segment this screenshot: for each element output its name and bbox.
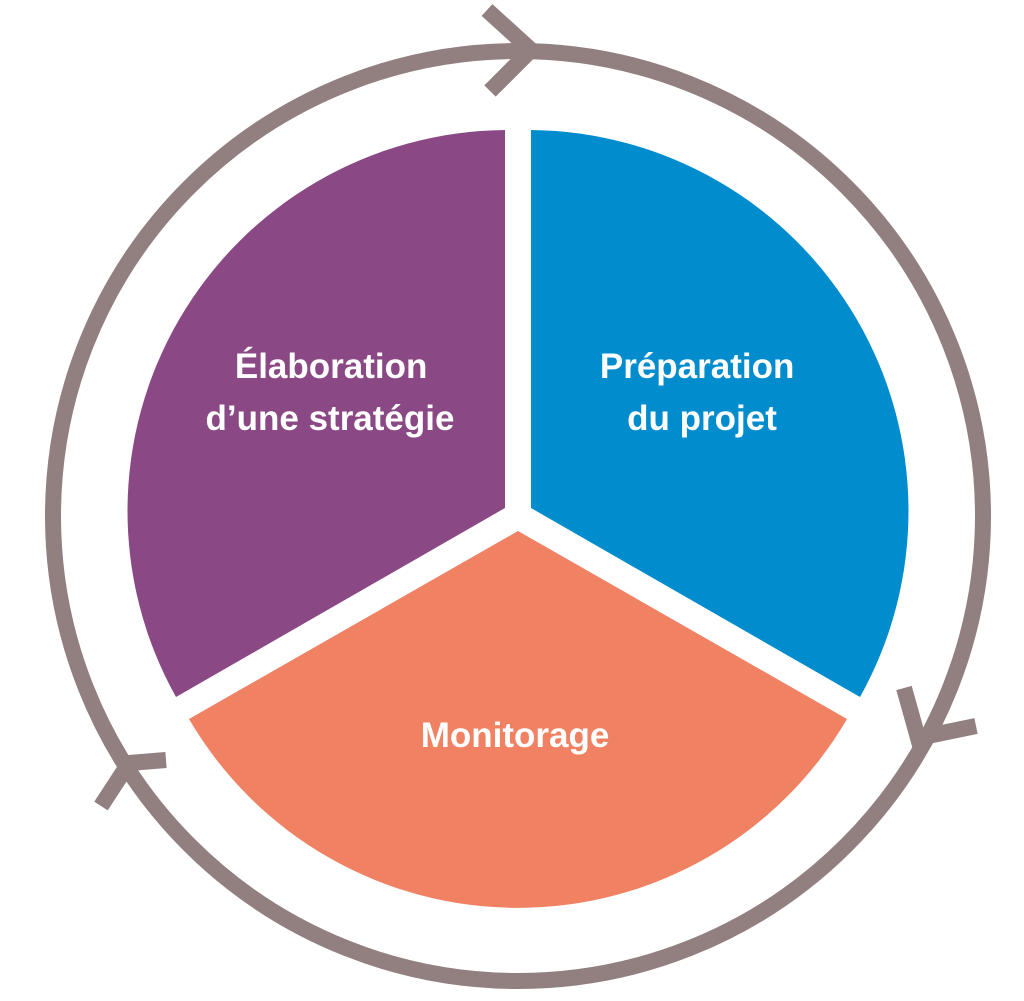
- segment-monitoring: [189, 531, 847, 908]
- cycle-arrows: [94, 4, 978, 811]
- label-preparation: Préparation du projet: [600, 347, 804, 438]
- label-strategy-line-1: Élaboration: [235, 346, 428, 386]
- arrowhead-left-icon: [94, 752, 167, 811]
- label-monitoring-line-1: Monitorage: [421, 716, 610, 755]
- cycle-ring: [45, 43, 991, 989]
- label-strategy-line-2: d’une stratégie: [206, 399, 455, 438]
- segment-strategy: [127, 130, 505, 697]
- segment-preparation: [531, 130, 909, 697]
- label-strategy: Élaboration d’une stratégie: [206, 346, 455, 438]
- arrowhead-right-icon: [896, 685, 978, 748]
- cycle-segments: [127, 130, 909, 908]
- label-monitoring: Monitorage: [421, 716, 610, 755]
- label-preparation-line-2: du projet: [627, 399, 777, 438]
- label-preparation-line-1: Préparation: [600, 347, 795, 386]
- arrowhead-top-icon: [481, 4, 543, 97]
